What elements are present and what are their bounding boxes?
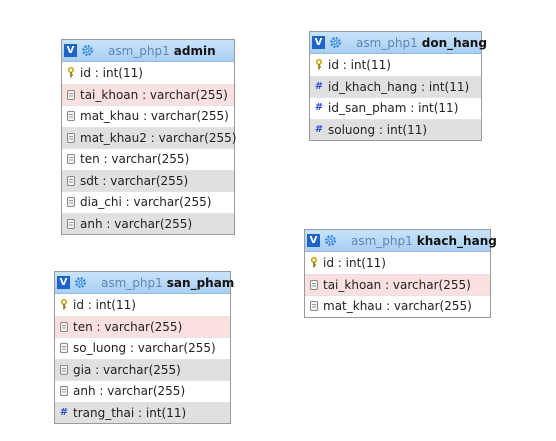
gear-icon[interactable] — [81, 44, 94, 57]
column-row[interactable]: tai_khoan : varchar(255) — [62, 83, 234, 105]
table-admin[interactable]: V asm_php1 admin id : int(11) tai_khoan :… — [61, 39, 237, 235]
collapse-toggle-icon[interactable]: V — [57, 276, 70, 289]
column-label: id : int(11) — [328, 57, 391, 72]
field-icon — [59, 321, 69, 332]
hash-icon: # — [314, 80, 324, 92]
database-name: asm_php1 — [108, 43, 170, 58]
column-row[interactable]: id : int(11) — [62, 62, 234, 84]
field-icon — [66, 89, 76, 100]
column-label: anh : varchar(255) — [80, 216, 193, 231]
field-icon — [309, 301, 319, 312]
column-row[interactable]: id : int(11) — [305, 252, 490, 274]
field-icon — [66, 175, 76, 186]
field-icon — [59, 364, 69, 375]
field-icon — [66, 132, 76, 143]
key-icon — [66, 67, 76, 78]
column-row[interactable]: # id_san_pham : int(11) — [310, 97, 481, 119]
table-name: don_hang — [421, 35, 487, 50]
table-don-hang[interactable]: V asm_php1 don_hang id : int(11) # id_khac… — [309, 31, 487, 141]
column-label: ten : varchar(255) — [73, 319, 183, 334]
column-row[interactable]: # soluong : int(11) — [310, 118, 481, 140]
column-row[interactable]: id : int(11) — [55, 294, 230, 316]
table-header[interactable]: V asm_php1 don_hang — [310, 32, 487, 54]
column-label: so_luong : varchar(255) — [73, 341, 216, 356]
hash-icon: # — [314, 123, 324, 135]
collapse-toggle-icon[interactable]: V — [307, 234, 320, 247]
table-name: khach_hang — [416, 233, 497, 248]
column-row[interactable]: anh : varchar(255) — [55, 380, 230, 402]
column-row[interactable]: so_luong : varchar(255) — [55, 337, 230, 359]
field-icon — [59, 343, 69, 354]
column-label: mat_khau : varchar(255) — [80, 109, 229, 124]
field-icon — [66, 154, 76, 165]
column-row[interactable]: dia_chi : varchar(255) — [62, 191, 234, 213]
column-label: mat_khau : varchar(255) — [323, 299, 472, 314]
database-name: asm_php1 — [351, 233, 413, 248]
column-label: id : int(11) — [73, 297, 136, 312]
column-row[interactable]: # trang_thai : int(11) — [55, 401, 230, 423]
column-row[interactable]: tai_khoan : varchar(255) — [305, 273, 490, 295]
field-icon — [59, 386, 69, 397]
column-label: gia : varchar(255) — [73, 362, 181, 377]
column-row[interactable]: mat_khau2 : varchar(255) — [62, 126, 237, 148]
column-label: tai_khoan : varchar(255) — [323, 277, 471, 292]
column-label: id_khach_hang : int(11) — [328, 79, 470, 94]
column-label: ten : varchar(255) — [80, 152, 190, 167]
collapse-toggle-icon[interactable]: V — [312, 36, 325, 49]
database-name: asm_php1 — [101, 275, 163, 290]
column-label: id : int(11) — [323, 255, 386, 270]
key-icon — [314, 59, 324, 70]
field-icon — [309, 279, 319, 290]
column-label: tai_khoan : varchar(255) — [80, 87, 228, 102]
column-row[interactable]: mat_khau : varchar(255) — [62, 105, 234, 127]
database-name: asm_php1 — [356, 35, 418, 50]
column-label: soluong : int(11) — [328, 122, 428, 137]
column-label: id : int(11) — [80, 65, 143, 80]
field-icon — [66, 197, 76, 208]
field-icon — [66, 111, 76, 122]
column-row[interactable]: anh : varchar(255) — [62, 212, 234, 234]
table-name: san_pham — [166, 275, 235, 290]
collapse-toggle-icon[interactable]: V — [64, 44, 77, 57]
column-row[interactable]: sdt : varchar(255) — [62, 169, 234, 191]
table-header[interactable]: V asm_php1 khach_hang — [305, 230, 497, 252]
column-label: dia_chi : varchar(255) — [80, 195, 212, 210]
hash-icon: # — [59, 406, 69, 418]
key-icon — [309, 257, 319, 268]
column-label: trang_thai : int(11) — [73, 405, 187, 420]
column-row[interactable]: gia : varchar(255) — [55, 358, 230, 380]
column-label: mat_khau2 : varchar(255) — [80, 130, 237, 145]
key-icon — [59, 299, 69, 310]
gear-icon[interactable] — [74, 276, 87, 289]
column-row[interactable]: # id_khach_hang : int(11) — [310, 75, 481, 97]
column-label: id_san_pham : int(11) — [328, 101, 459, 116]
table-name: admin — [173, 43, 216, 58]
column-row[interactable]: ten : varchar(255) — [62, 148, 234, 170]
column-label: anh : varchar(255) — [73, 384, 186, 399]
column-label: sdt : varchar(255) — [80, 173, 189, 188]
table-khach-hang[interactable]: V asm_php1 khach_hang id : int(11) tai_kh… — [304, 229, 497, 318]
table-header[interactable]: V asm_php1 san_pham — [55, 272, 234, 294]
column-row[interactable]: ten : varchar(255) — [55, 315, 230, 337]
gear-icon[interactable] — [329, 36, 342, 49]
table-header[interactable]: V asm_php1 admin — [62, 40, 234, 62]
table-san-pham[interactable]: V asm_php1 san_pham id : int(11) ten : va… — [54, 271, 234, 424]
column-row[interactable]: mat_khau : varchar(255) — [305, 295, 490, 317]
column-row[interactable]: id : int(11) — [310, 54, 481, 76]
hash-icon: # — [314, 102, 324, 114]
field-icon — [66, 218, 76, 229]
gear-icon[interactable] — [324, 234, 337, 247]
